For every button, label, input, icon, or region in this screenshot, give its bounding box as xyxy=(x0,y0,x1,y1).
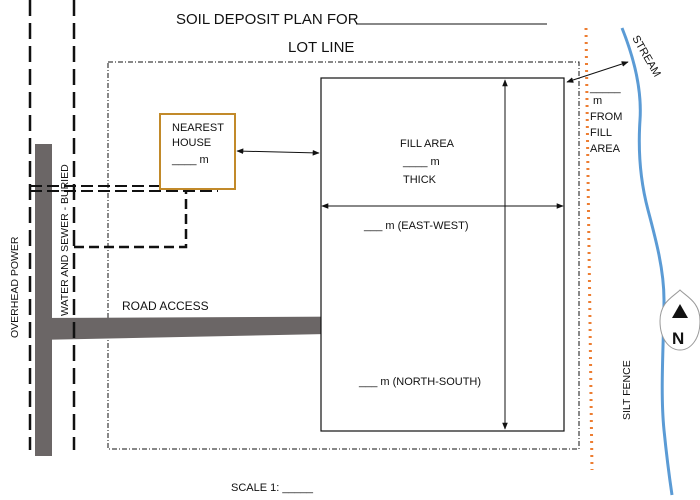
nearest-house-distance: ____ m xyxy=(171,154,209,166)
north-arrow-icon xyxy=(672,304,688,318)
overhead-power-line xyxy=(35,144,52,456)
fill-area-thick-label: THICK xyxy=(403,174,437,186)
nearest-house-line2: HOUSE xyxy=(172,137,211,149)
stream-distance-area: AREA xyxy=(590,143,621,155)
nearest-house xyxy=(159,113,236,190)
fill-area-label: FILL AREA xyxy=(400,138,455,150)
silt-fence-label: SILT FENCE xyxy=(621,360,633,420)
stream-distance-unit: m xyxy=(593,95,602,107)
north-south-label: ___ m (NORTH-SOUTH) xyxy=(358,376,481,388)
lot-line-boundary xyxy=(107,61,580,450)
stream-distance-from: FROM xyxy=(590,111,622,123)
north-arrow-label: N xyxy=(672,329,684,348)
road-access-label: ROAD ACCESS xyxy=(122,299,209,313)
water-sewer-label: WATER AND SEWER - BURIED xyxy=(59,164,71,316)
plan-title: SOIL DEPOSIT PLAN FOR xyxy=(176,11,359,28)
silt-fence xyxy=(584,27,594,471)
nearest-house-line1: NEAREST xyxy=(172,122,224,134)
scale-label: SCALE 1: _____ xyxy=(231,482,314,494)
stream-distance-blank: _____ xyxy=(589,82,621,94)
lot-line-label: LOT LINE xyxy=(288,39,354,56)
stream xyxy=(620,27,674,496)
stream-distance-fill: FILL xyxy=(590,127,612,139)
sewer-connection-line xyxy=(74,190,188,249)
stream-distance-arrow xyxy=(566,61,629,83)
east-west-label: ___ m (EAST-WEST) xyxy=(363,220,469,232)
fill-area-thickness: ____ m xyxy=(402,156,440,168)
north-arrow-badge xyxy=(659,289,700,351)
fill-area xyxy=(320,77,565,432)
house-distance-arrow xyxy=(236,148,320,156)
overhead-power-label: OVERHEAD POWER xyxy=(9,236,21,338)
